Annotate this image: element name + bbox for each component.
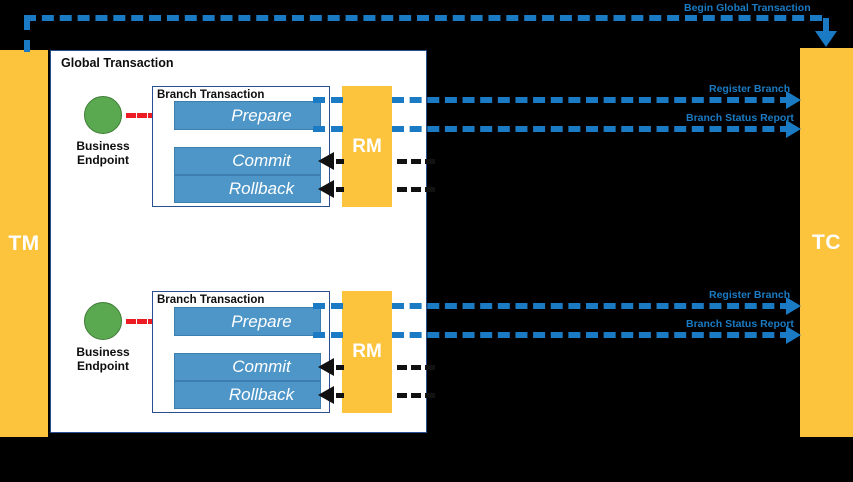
rollback-callback-inner-1: [336, 187, 344, 192]
operation-label-rollback-2: Rollback: [228, 385, 295, 404]
operation-label-prepare-2: Prepare: [231, 311, 292, 331]
commit-callback-inner-2: [336, 365, 344, 370]
branch-status-report-arrowhead-1: [786, 120, 801, 138]
begin-global-transaction-riser: [24, 18, 30, 52]
branch-status-report-line-2: [392, 332, 792, 338]
resource-manager-box-2[interactable]: RM: [342, 291, 392, 413]
global-transaction-title: Global Transaction: [61, 56, 174, 70]
branch-status-report-arrowhead-2: [786, 326, 801, 344]
begin-global-transaction-drop: [823, 18, 829, 34]
business-endpoint-label-2-line2: Endpoint: [77, 359, 129, 373]
rollback-callback-arrowhead-2: [318, 386, 334, 404]
actor-bar-tc[interactable]: TC: [800, 48, 853, 437]
operation-box-rollback-2[interactable]: Rollback: [174, 381, 321, 409]
begin-global-transaction-arrowhead: [815, 31, 837, 47]
business-endpoint-label-2: Business Endpoint: [60, 345, 146, 373]
actor-bar-tm[interactable]: TM: [0, 50, 48, 437]
rollback-callback-line-2: [397, 393, 435, 398]
commit-callback-line-1: [397, 159, 435, 164]
endpoint-call-arrow-1: [126, 113, 158, 118]
operation-box-commit-2[interactable]: Commit: [174, 353, 321, 381]
business-endpoint-label-1-line1: Business: [76, 139, 130, 153]
resource-manager-box-1[interactable]: RM: [342, 86, 392, 207]
business-endpoint-circle-1[interactable]: [84, 96, 122, 134]
begin-global-transaction-line: [24, 15, 822, 21]
register-branch-arrowhead-1: [786, 91, 801, 109]
commit-callback-arrowhead-1: [318, 152, 334, 170]
operation-box-prepare-2[interactable]: Prepare: [174, 307, 321, 336]
resource-manager-label-1: RM: [352, 135, 382, 157]
flow-label-register-branch-1: Register Branch: [709, 83, 791, 95]
rollback-callback-line-1: [397, 187, 435, 192]
branch-transaction-title-2: Branch Transaction: [157, 294, 265, 306]
branch-transaction-title-1: Branch Transaction: [157, 89, 265, 101]
operation-label-commit-2: Commit: [232, 357, 291, 376]
flow-label-begin-global-transaction: Begin Global Transaction: [684, 2, 811, 14]
operation-box-rollback-1[interactable]: Rollback: [174, 175, 321, 203]
actor-label-tm: TM: [8, 231, 40, 255]
operation-label-commit-1: Commit: [232, 151, 291, 170]
operation-box-commit-1[interactable]: Commit: [174, 147, 321, 175]
branch-status-report-line-1: [392, 126, 792, 132]
branch-status-report-line-inner-1: [313, 126, 343, 132]
branch-status-report-line-inner-2: [313, 332, 343, 338]
business-endpoint-label-1: Business Endpoint: [60, 139, 146, 167]
operation-label-rollback-1: Rollback: [228, 179, 295, 198]
commit-callback-arrowhead-2: [318, 358, 334, 376]
commit-callback-line-2: [397, 365, 435, 370]
operation-box-prepare-1[interactable]: Prepare: [174, 101, 321, 130]
commit-callback-inner-1: [336, 159, 344, 164]
register-branch-line-1: [392, 97, 792, 103]
register-branch-line-inner-1: [313, 97, 343, 103]
rollback-callback-arrowhead-1: [318, 180, 334, 198]
actor-label-tc: TC: [812, 230, 841, 254]
rollback-callback-inner-2: [336, 393, 344, 398]
flow-label-register-branch-2: Register Branch: [709, 289, 791, 301]
register-branch-line-inner-2: [313, 303, 343, 309]
flow-label-branch-status-report-2: Branch Status Report: [686, 318, 794, 330]
business-endpoint-label-2-line1: Business: [76, 345, 130, 359]
register-branch-arrowhead-2: [786, 297, 801, 315]
operation-label-prepare-1: Prepare: [231, 105, 292, 125]
endpoint-call-arrow-2: [126, 319, 158, 324]
register-branch-line-2: [392, 303, 792, 309]
resource-manager-label-2: RM: [352, 341, 382, 362]
business-endpoint-label-1-line2: Endpoint: [77, 153, 129, 167]
flow-label-branch-status-report-1: Branch Status Report: [686, 112, 794, 124]
business-endpoint-circle-2[interactable]: [84, 302, 122, 340]
